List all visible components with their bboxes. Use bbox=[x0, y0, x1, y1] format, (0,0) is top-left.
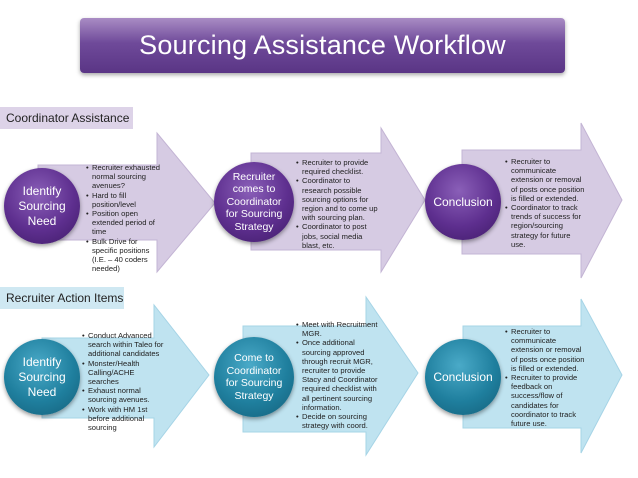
circle-recruiter-conclusion: Conclusion bbox=[425, 339, 501, 415]
circle-recruiter-identify: Identify Sourcing Need bbox=[4, 339, 80, 415]
bullet-item: Bulk Drive for specific positions (I.E. … bbox=[86, 237, 164, 274]
bullets-coordinator-3: Recruiter to communicate extension or re… bbox=[505, 157, 585, 249]
bullet-item: Monster/Health Calling/ACHE searches bbox=[82, 359, 164, 387]
bullet-item: Coordinator to track trends of success f… bbox=[505, 203, 585, 249]
bullet-item: Once additional sourcing approved throug… bbox=[296, 338, 378, 412]
bullets-coordinator-2: Recruiter to provide required checklist.… bbox=[296, 158, 378, 250]
section-label-coordinator: Coordinator Assistance bbox=[0, 107, 133, 129]
circle-coordinator-identify: Identify Sourcing Need bbox=[4, 168, 80, 244]
bullet-item: Position open extended period of time bbox=[86, 209, 164, 237]
bullet-item: Recruiter exhausted normal sourcing aven… bbox=[86, 163, 164, 191]
bullets-recruiter-1: Conduct Advanced search within Taleo for… bbox=[82, 331, 164, 432]
bullet-item: Recruiter to communicate extension or re… bbox=[505, 157, 585, 203]
bullet-item: Exhaust normal sourcing avenues. bbox=[82, 386, 164, 404]
bullet-item: Decide on sourcing strategy with coord. bbox=[296, 412, 378, 430]
bullets-recruiter-2: Meet with Recruitment MGR. Once addition… bbox=[296, 320, 378, 430]
bullets-recruiter-3: Recruiter to communicate extension or re… bbox=[505, 327, 587, 428]
circle-coordinator-recruiter: Recruiter comes to Coordinator for Sourc… bbox=[214, 162, 294, 242]
bullet-item: Coordinator to post jobs, social media b… bbox=[296, 222, 378, 250]
bullet-item: Recruiter to provide required checklist. bbox=[296, 158, 378, 176]
section-label-recruiter: Recruiter Action Items bbox=[0, 287, 124, 309]
bullet-item: Hard to fill position/level bbox=[86, 191, 164, 209]
bullet-item: Recruiter to communicate extension or re… bbox=[505, 327, 587, 373]
circle-recruiter-come: Come to Coordinator for Sourcing Strateg… bbox=[214, 337, 294, 417]
bullets-coordinator-1: Recruiter exhausted normal sourcing aven… bbox=[86, 163, 164, 273]
bullet-item: Recruiter to provide feedback on success… bbox=[505, 373, 587, 428]
circle-coordinator-conclusion: Conclusion bbox=[425, 164, 501, 240]
page-title: Sourcing Assistance Workflow bbox=[139, 30, 506, 60]
bullet-item: Conduct Advanced search within Taleo for… bbox=[82, 331, 164, 359]
bullet-item: Meet with Recruitment MGR. bbox=[296, 320, 378, 338]
bullet-item: Work with HM 1st before additional sourc… bbox=[82, 405, 164, 433]
bullet-item: Coordinator to research possible sourcin… bbox=[296, 176, 378, 222]
title-banner: Sourcing Assistance Workflow bbox=[80, 18, 565, 73]
